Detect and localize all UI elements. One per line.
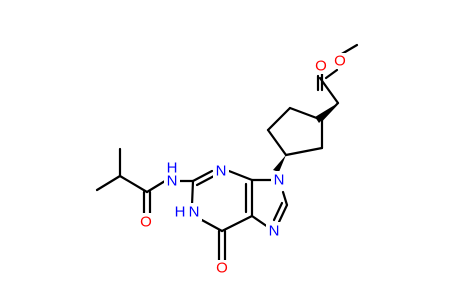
atom-label-layer: O O N O N N N N O (139, 53, 347, 277)
bond-n1-c6 (198, 217, 224, 233)
bond-ch2-ring (320, 101, 340, 122)
bond-c4-n3 (227, 169, 254, 182)
bond-c6-c5 (220, 214, 254, 233)
amide-nh-h-label: H (167, 160, 178, 177)
bond-ring-4 (284, 146, 324, 157)
hydrogen-label-layer: H H (167, 160, 186, 221)
bond-carbonyl-ch2 (318, 76, 340, 105)
bond-ring-3 (266, 128, 288, 157)
bond-ome-carbonyl (324, 68, 339, 80)
bond-c8-n7-b (272, 201, 284, 222)
amide-nh-n-label: N (167, 173, 178, 190)
bond-c2-n1 (190, 179, 195, 207)
ester-o-methoxy-label: O (334, 53, 346, 70)
bond-c8-n7-a (277, 203, 289, 224)
wedge-bond-ring-ch2 (315, 103, 338, 123)
bond-n3-c2-a (191, 169, 214, 183)
bond-layer (95, 43, 359, 262)
bond-n3-c2-b (195, 174, 216, 187)
bond-n7-c5 (250, 214, 270, 229)
ester-o-carbonyl-label: O (315, 58, 327, 75)
bond-ch-me2 (95, 174, 122, 192)
bond-n9-c8 (281, 190, 289, 207)
bond-ring-2 (266, 106, 292, 132)
bond-nh-co (145, 179, 167, 194)
purine-n3-label: N (216, 163, 227, 180)
purine-o6-label: O (216, 260, 228, 277)
amide-o-label: O (140, 214, 152, 231)
purine-n1-h-label: H (175, 204, 186, 221)
purine-n1-label: N (189, 204, 200, 221)
wedge-bond-ring-n9 (273, 155, 286, 172)
purine-n9-label: N (274, 172, 285, 189)
purine-n7-label: N (269, 223, 280, 240)
bond-co-ch (118, 174, 149, 194)
